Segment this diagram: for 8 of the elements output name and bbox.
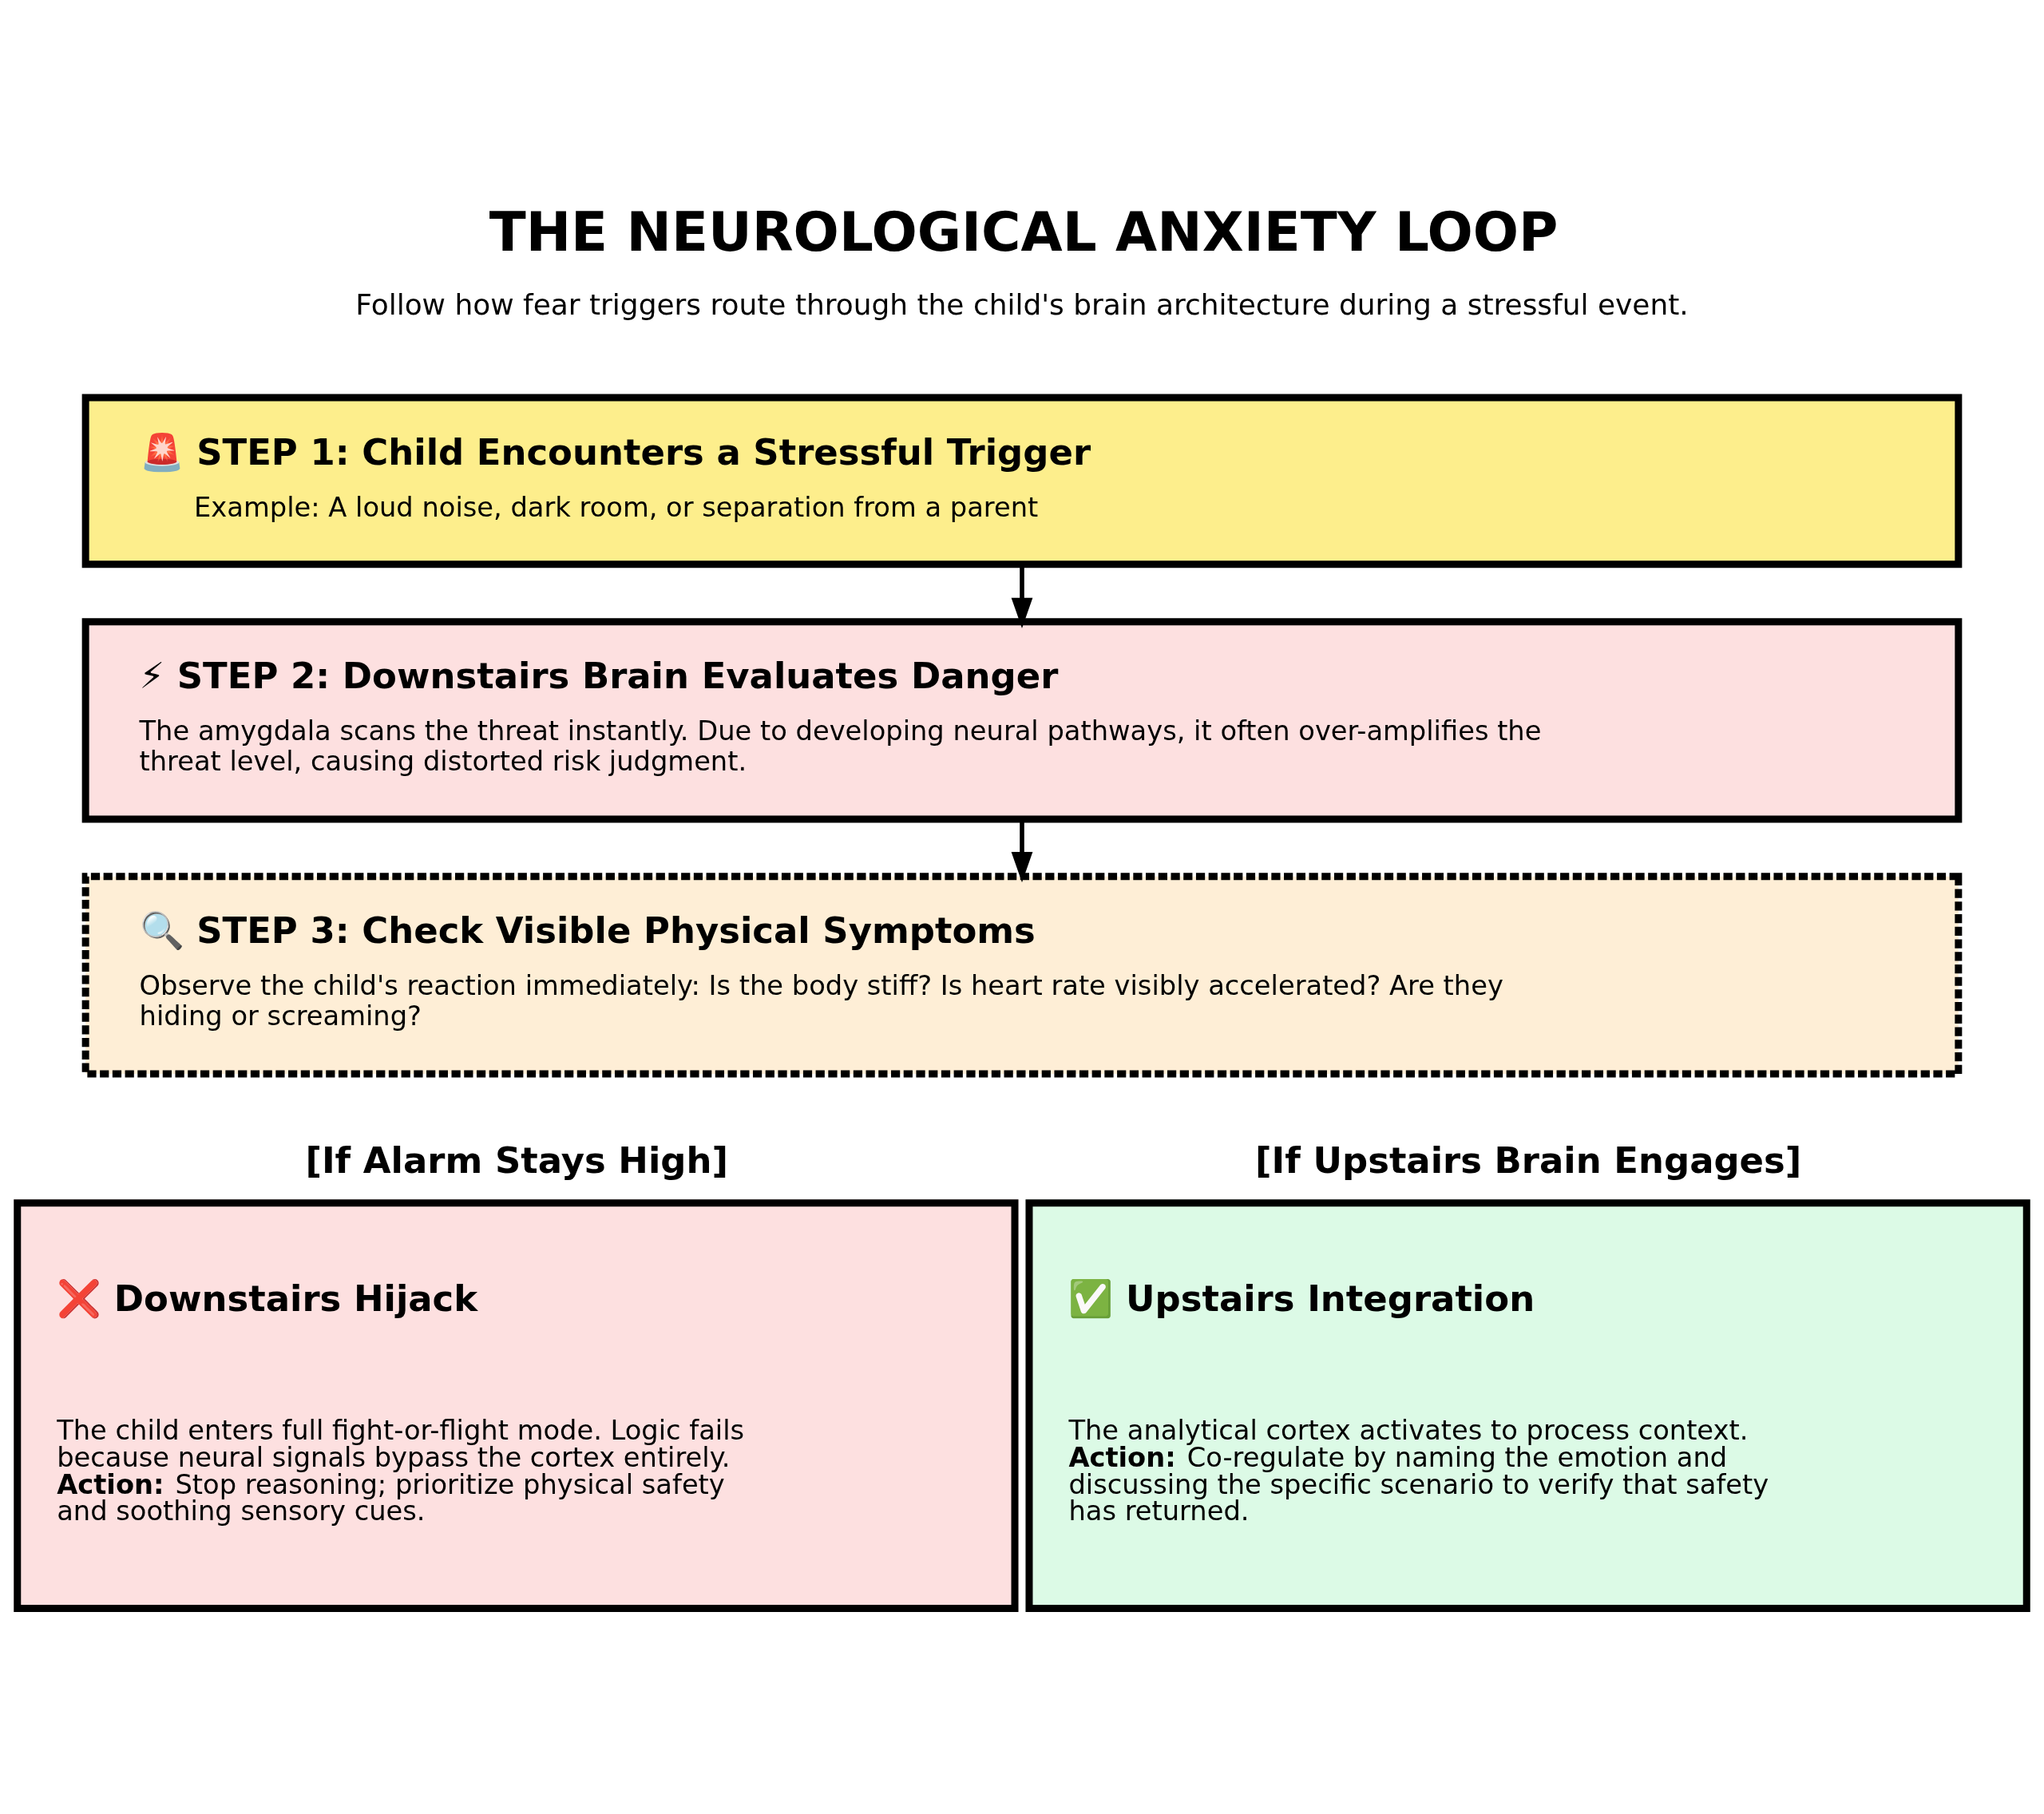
node-box: ⚡ STEP 2: Downstairs Brain Evaluates Danger The amygdala scans the threat instantly. Due to developing neural pathways, it often over-amplifies the threat level, causing distorted risk judgment. — [81, 618, 1963, 823]
node-label: [If Upstairs Brain Engages] — [1255, 1139, 1802, 1182]
label: Follow how fear triggers route through the child's brain architecture during a stressful event. — [355, 288, 1689, 322]
arrow — [1011, 819, 1033, 883]
diagram-title: THE NEUROLOGICAL ANXIETY LOOP — [489, 200, 1559, 263]
node-label: [If Alarm Stays High] — [305, 1139, 728, 1182]
node-box: 🔍 STEP 3: Check Visible Physical Symptoms Observe the child's reaction immediately: Is the body stiff? Is heart rate visibly accelerated? Are they hiding or screaming? — [81, 873, 1963, 1078]
node-box: 🚨 STEP 1: Child Encounters a Stressful Trigger Example: A loud noise, dark room, or separation from a parent — [81, 394, 1963, 568]
